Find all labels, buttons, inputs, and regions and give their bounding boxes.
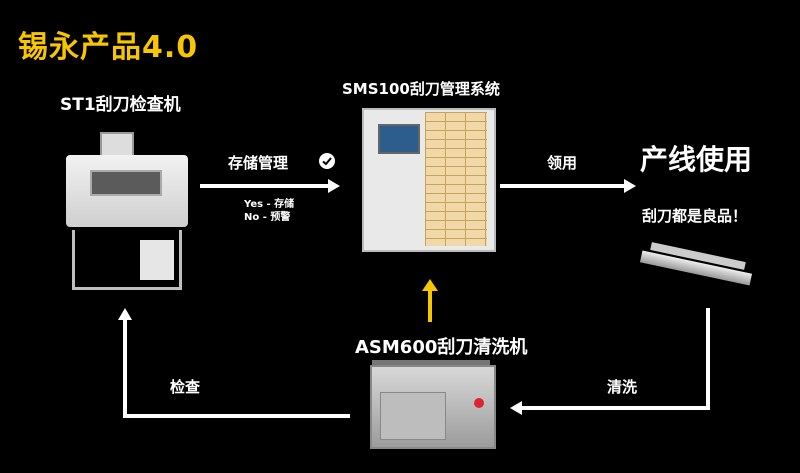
edge-no-label: No - 预警: [244, 212, 291, 223]
edge-clean-label: 清洗: [607, 378, 638, 396]
edge-use-label: 领用: [547, 154, 578, 172]
st1-cabinet-image: [140, 240, 174, 280]
arrowhead-production-to-asm: [510, 401, 522, 415]
arrow-asm-to-st1: [123, 320, 350, 418]
production-title: 产线使用: [640, 143, 753, 176]
arrowhead-sms-to-production: [624, 179, 636, 193]
page-title: 锡永产品4.0: [18, 30, 199, 65]
asm-lid-image: [372, 360, 490, 368]
arrowhead-st1-to-sms: [328, 179, 340, 193]
st1-window-image: [90, 170, 162, 196]
production-subtitle: 刮刀都是良品！: [642, 207, 748, 225]
st1-label: ST1刮刀检查机: [60, 95, 181, 115]
sms-label: SMS100刮刀管理系统: [342, 80, 500, 98]
edge-yes-label: Yes - 存储: [244, 199, 295, 210]
asm-emergency-button-image: [474, 398, 484, 408]
sms-screen-image: [378, 124, 420, 154]
asm-label: ASM600刮刀清洗机: [355, 337, 528, 358]
sms-drawers-image: [425, 112, 487, 246]
arrow-production-to-asm: [522, 308, 710, 410]
arrowhead-asm-to-st1: [118, 308, 132, 320]
edge-store-label: 存储管理: [228, 154, 289, 172]
edge-check-label: 检查: [170, 378, 201, 396]
asm-panel-image: [380, 392, 446, 440]
check-circle-icon: [319, 153, 335, 169]
st1-stand-image: [72, 230, 182, 290]
arrowhead-asm-to-sms: [422, 279, 438, 291]
